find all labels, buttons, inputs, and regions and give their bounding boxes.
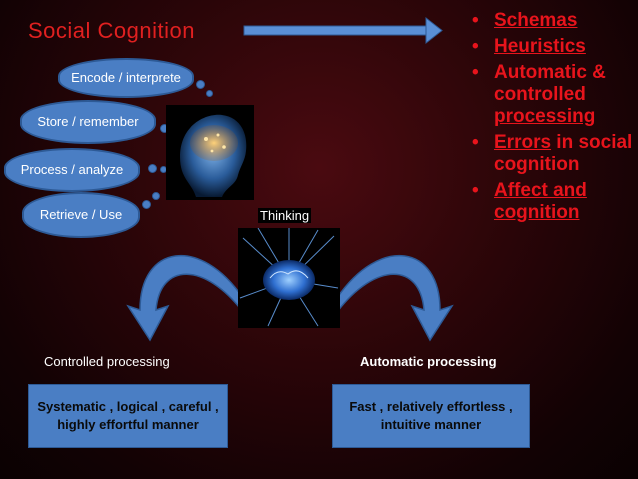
cloud-encode: Encode / interprete [58, 58, 194, 98]
right-curved-arrow-icon [336, 254, 454, 342]
cloud-process: Process / analyze [4, 148, 140, 192]
slide-title: Social Cognition [28, 18, 195, 43]
cloud-retrieve: Retrieve / Use [22, 192, 140, 238]
automatic-processing-box: Fast , relatively effortless , intuitive… [332, 384, 530, 448]
thought-dot [206, 90, 213, 97]
thought-dot [196, 80, 205, 89]
thinking-label: Thinking [258, 208, 312, 223]
topic-item-affect: Affect and cognition [468, 180, 633, 224]
topic-item-automatic-controlled: Automatic & controlled processing [468, 62, 633, 128]
cloud-store: Store / remember [20, 100, 156, 144]
topic-item-schemas: Schemas [468, 10, 633, 32]
topic-item-heuristics: Heuristics [468, 36, 633, 58]
thought-dot [142, 200, 151, 209]
topic-item-errors: Errors in social cognition [468, 132, 633, 176]
left-curved-arrow-icon [126, 254, 244, 342]
thought-dot [148, 164, 157, 173]
head-brain-image [166, 105, 254, 200]
topic-list: Schemas Heuristics Automatic & controlle… [468, 10, 633, 228]
thinking-brain-image [238, 228, 340, 328]
thought-dot [152, 192, 160, 200]
controlled-processing-box: Systematic , logical , careful , highly … [28, 384, 228, 448]
controlled-processing-caption: Controlled processing [44, 354, 170, 369]
automatic-processing-caption: Automatic processing [360, 354, 497, 369]
header-arrow-icon [243, 16, 443, 45]
